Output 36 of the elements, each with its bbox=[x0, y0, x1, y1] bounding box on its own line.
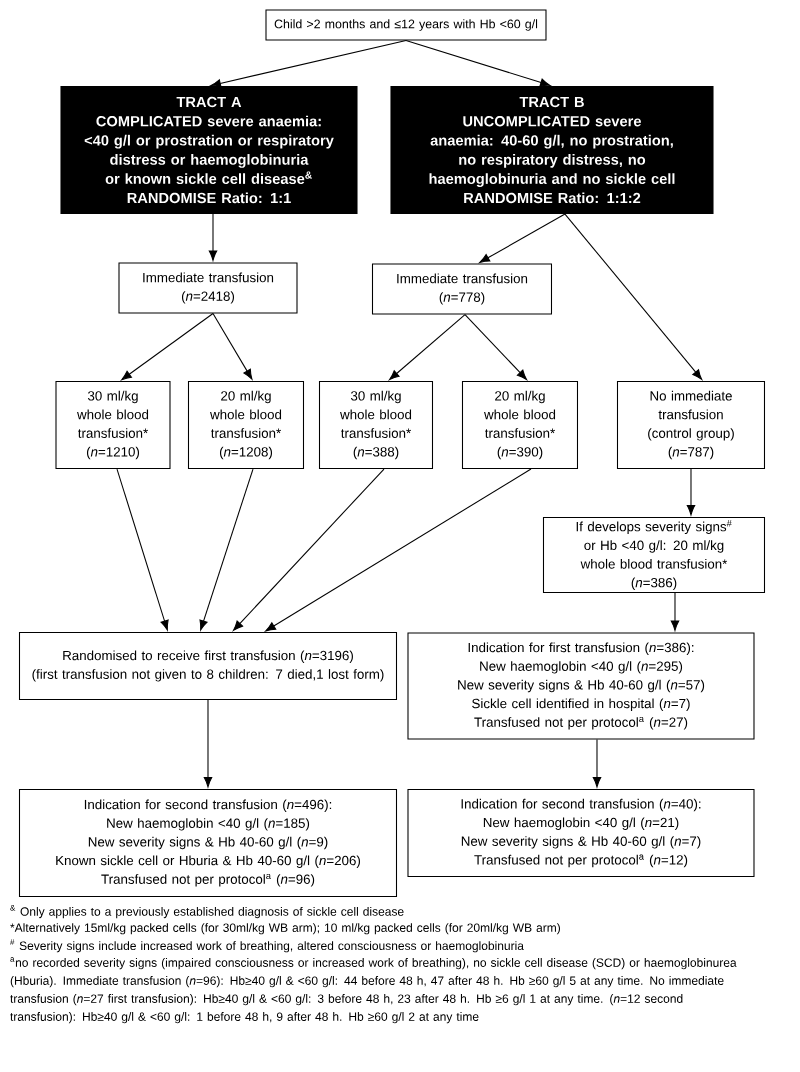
arrow bbox=[592, 739, 602, 788]
arrow bbox=[464, 314, 528, 380]
arrow bbox=[199, 468, 254, 631]
tract-box: TRACT A COMPLICATED severe anaemia: <40 g/l or prostration or respiratory distress or haemoglobinuria or known sickle cell disease$^{&}$ RANDOMISE Ratio: 1:1 bbox=[60, 85, 358, 215]
process-box: 30 ml/kg whole blood transfusion* (n=1210) bbox=[55, 380, 171, 470]
arrow bbox=[389, 314, 466, 381]
process-box: Child >2 months and ≤12 years with Hb <60 g/l bbox=[265, 9, 547, 41]
arrow bbox=[212, 313, 253, 380]
arrow bbox=[208, 213, 218, 261]
process-box: 20 ml/kg whole blood transfusion* (n=1208) bbox=[187, 380, 305, 470]
process-box: Indication for second transfusion (n=496): New haemoglobin <40 g/l (n=185) New severity signs & Hb 40-60 g/l (n=9) Known sickle cell or Hburia & Hb 40-60 g/l (n=206) Transfused not per protocol$^{a}$ (n=96) bbox=[18, 788, 398, 898]
arrow bbox=[210, 40, 407, 88]
footnote: $^{&}$ Only applies to a previously established diagnosis of sickle cell disease bbox=[10, 905, 404, 919]
arrow bbox=[232, 468, 385, 631]
process-box: If develops severity signs$^{#}$ or Hb <40 g/l: 20 ml/kg whole blood transfusion* (n=386) bbox=[542, 516, 766, 594]
arrow bbox=[670, 592, 680, 631]
arrow bbox=[121, 313, 214, 381]
footnote: $^{#}$ Severity signs include increased work of breathing, altered consciousness or haemoglobinuria bbox=[10, 939, 524, 953]
arrow bbox=[405, 40, 551, 87]
process-box: 20 ml/kg whole blood transfusion* (n=390) bbox=[461, 380, 579, 470]
arrow bbox=[479, 213, 566, 263]
arrow bbox=[265, 468, 532, 632]
tract-box: TRACT B UNCOMPLICATED severe anaemia: 40-60 g/l, no prostration, no respiratory distress, no haemoglobinuria and no sickle cell RANDOMISE Ratio: 1:1:2 bbox=[390, 85, 714, 215]
arrow bbox=[686, 468, 696, 516]
footnote: $^{a}$no recorded severity signs (impaired consciousness or increased work of breathing), no sickle cell disease (SCD) or haemoglobinurea (Hburia). Immediate transfusion (n=96): Hb≥40 g/l & <60 g/l: 44 before 48 h, 47 after 48 h. Hb ≥60 g/l 5 at any time. No immediate transfusion (n=27 first transfusion): Hb≥40 g/l & <60 g/l: 3 before 48 h, 23 after 48 h. Hb ≥6 g/l 1 at any time. (n=12 second transfusion): Hb≥40 g/l & <60 g/l: 1 before 48 h, 9 after 48 h. Hb ≥60 g/l 2 at any time bbox=[10, 957, 737, 1024]
arrow bbox=[116, 468, 169, 631]
process-box: Immediate transfusion (n=2418) bbox=[118, 262, 298, 314]
process-box: Indication for first transfusion (n=386): New haemoglobin <40 g/l (n=295) New severity signs & Hb 40-60 g/l (n=57) Sickle cell identified in hospital (n=7) Transfused not per protocol$^{a}$ (n=27) bbox=[407, 632, 755, 740]
process-box: 30 ml/kg whole blood transfusion* (n=388) bbox=[318, 380, 434, 470]
process-box: Immediate transfusion (n=778) bbox=[371, 263, 553, 315]
process-box: Randomised to receive first transfusion (n=3196) (first transfusion not given to 8 children: 7 died,1 lost form) bbox=[18, 631, 398, 701]
process-box: Indication for second transfusion (n=40): New haemoglobin <40 g/l (n=21) New severity signs & Hb 40-60 g/l (n=7) Transfused not per protocol$^{a}$ (n=12) bbox=[407, 788, 755, 878]
footnote: *Alternatively 15ml/kg packed cells (for 30ml/kg WB arm); 10 ml/kg packed cells (for 20ml/kg WB arm) bbox=[10, 923, 560, 935]
process-box: No immediate transfusion (control group) (n=787) bbox=[616, 380, 766, 470]
arrow bbox=[564, 213, 703, 380]
arrow bbox=[203, 699, 213, 788]
